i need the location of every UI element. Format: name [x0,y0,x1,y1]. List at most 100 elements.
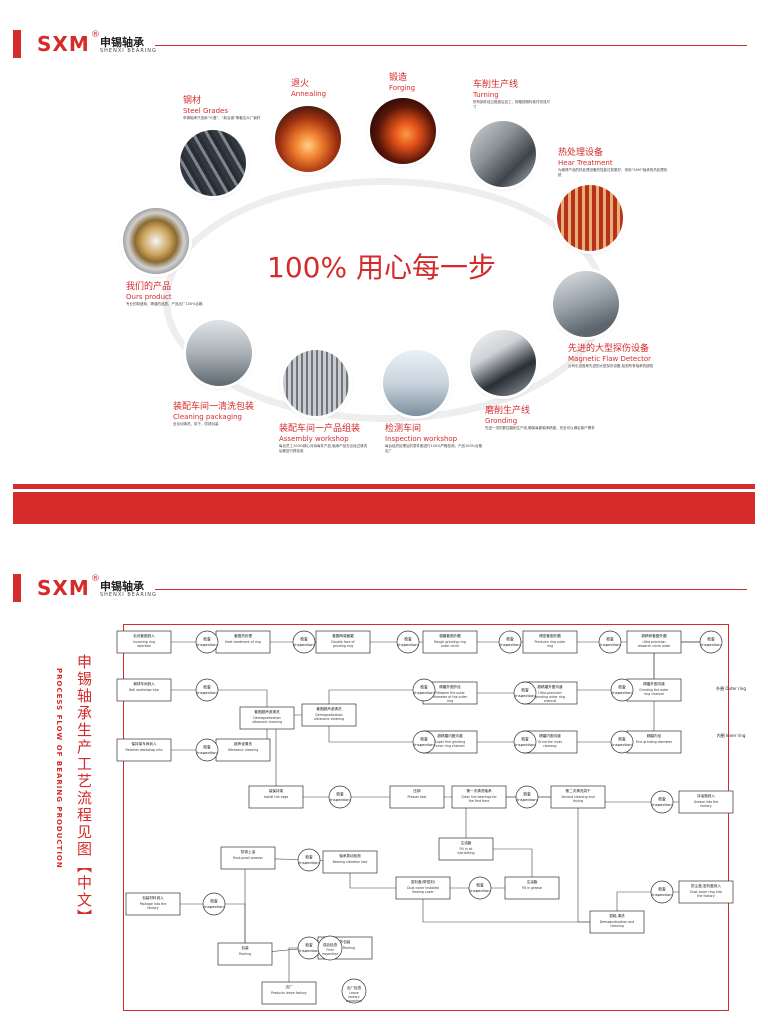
inspection-label-en: Inspection [197,750,217,755]
process-box-label-en: Pitidpem the outer [435,691,465,695]
inspection-label-en: Inspection [470,888,490,893]
process-box-label-en: Second cleaning and [561,795,594,799]
panel-header: SXM ® 申锡轴承 SHENXI BEARING [13,30,755,60]
process-box-label-en: Dust cover installed [407,886,439,890]
process-box-b33 [261,981,317,1005]
process-box-label-en: Grease into the [694,800,719,804]
inspection-label-en: Inspection [414,690,434,695]
inspection-label-cn: 检查 [506,637,514,642]
process-box-label-cn: 退磁,清洗 [609,913,625,918]
inspection-label-cn: 检查 [658,797,666,802]
inspection-node [328,785,352,809]
grinding-line-photo [470,330,536,396]
flaw-detector-photo [553,271,619,337]
process-box-label-en: Ultra precision [642,640,665,644]
process-box-label-en: Demagnetization [315,713,342,717]
process-box-label-cn: 套圈两端面磨 [332,633,354,638]
process-box-label-cn: 轴承振动检测 [339,853,361,858]
inspection-label-en: Inspection [600,642,620,647]
process-box-label-en: Fine grinding diameter [636,740,673,744]
process-box-label-en: drying [573,799,583,803]
process-box-label-en: Dust cover ring into [690,890,722,894]
inspection-node [699,630,723,654]
inspection-label-en: Inspection [701,642,721,647]
process-box-label-en: Out. Packing [335,946,355,950]
inspection-node [195,738,219,762]
process-box-label-cn: 精磨外圈外径 [439,684,461,689]
process-box-label-en: ring [547,644,553,648]
process-box-b31 [217,942,273,966]
process-box-label-cn: 注油脂 [527,879,538,884]
process-box-label-cn: 超精研套圈外圆 [641,633,667,638]
process-box-b1 [116,630,172,654]
process-box-label-cn: 套圈超声波清洗 [316,706,342,711]
process-box-b24 [220,846,276,870]
process-box-label-cn: 出厂 [285,984,293,989]
process-box-label-en: Fill in grease [522,886,542,890]
inspection-node [396,630,420,654]
process-box-label-cn: 保持架车间到入 [131,741,157,746]
stage-grinding: 磨削生产线 Gronding 先进一流的数控磨削生产线,确保每套轴承精度，完全可… [485,406,595,430]
final-inspection-label-en: Leave [349,991,359,995]
process-box-b6 [626,630,682,654]
flow-connector [577,797,617,923]
process-box-label-en: ultrasonic cleaning [314,717,344,721]
process-box-label-cn: 装保持架 [269,788,284,793]
process-box-label-en: the factory [697,894,715,898]
process-box-b23 [438,837,494,861]
process-box-label-cn: 防锈上油 [241,849,256,854]
inspection-node [468,876,492,900]
process-box-label-en: channel [544,699,557,703]
process-box-label-en: Ultrasonic cleaning [228,748,259,752]
stage-turning: 车削生产线 Turning 所有钢件经过锻造后加工，规格按照标准件完成尺寸 [473,80,550,109]
process-box-label-en: Precision ring outer [535,640,567,644]
inspection-node [195,630,219,654]
inspection-label-en: Inspection [330,797,350,802]
process-box-label-cn: 毛坯套圈到入 [133,633,155,638]
process-box-label-en: Grind the inner [538,740,563,744]
annealing-furnace-photo [275,106,341,172]
final-inspection-node [341,978,367,1004]
inspection-label-en: Inspection [294,642,314,647]
process-box-label-cn: 包装 [241,945,249,950]
inspection-label-cn: 检查 [618,685,626,690]
inspection-label-cn: 检查 [305,943,313,948]
inspection-node [292,630,316,654]
final-inspection-label-en: Final [326,948,333,952]
stage-magnetic: 先进的大型探伤设备 Magnetic Flaw Detector 公司引进各种先… [568,344,654,368]
process-box-b8 [239,706,295,730]
process-box-b21 [550,785,606,809]
inspection-label-en: Inspection [500,642,520,647]
process-box-label-en: grinding outer ring [535,695,565,699]
process-box-label-en: ultrasonic cleaning [252,720,282,724]
final-inspection-label-en: inspection [346,999,362,1003]
process-box-label-cn: 注油脂 [461,840,472,845]
process-box-b28 [678,880,734,904]
process-box-label-cn: 套圈超声波清洗 [254,709,280,714]
inspection-node [202,892,226,916]
inspection-label-cn: 检查 [521,737,529,742]
inspection-label-en: Inspection [299,860,319,865]
process-box-label-en: Demagnetization [253,716,280,720]
process-box-label-en: Super fine grinding [435,740,466,744]
process-box-label-cn: 精磨内圈沟道 [539,733,561,738]
process-box-b9 [301,703,357,727]
stage-cleaning: 装配车间一清洗包装 Cleaning packaging 全自动清洗，烘干，防锈… [173,402,255,426]
process-box-label-en: research circle outer [638,644,671,648]
process-box-label-en: lubricating [457,851,474,855]
process-box-b3 [315,630,371,654]
flow-title-cn: 申锡轴承生产工艺流程见图【中文】 [75,654,93,926]
process-box-b5 [522,630,578,654]
process-box-b29 [125,892,181,916]
inspection-workshop-photo [383,350,449,416]
inspection-label-en: Inspection [299,948,319,953]
inspection-label-en: Inspection [515,693,535,698]
inspection-node [650,880,674,904]
final-inspection-node [317,935,343,961]
process-box-label-cn: 第二次清洗烘干 [565,788,591,793]
inspection-label-en: Inspection [517,797,537,802]
inspection-node [610,730,634,754]
stage-annealing: 退火 Annealing [291,79,327,98]
process-box-b13 [116,738,172,762]
panel-header-2: SXM ® 申锡轴承 SHENXI BEARING [13,574,755,604]
